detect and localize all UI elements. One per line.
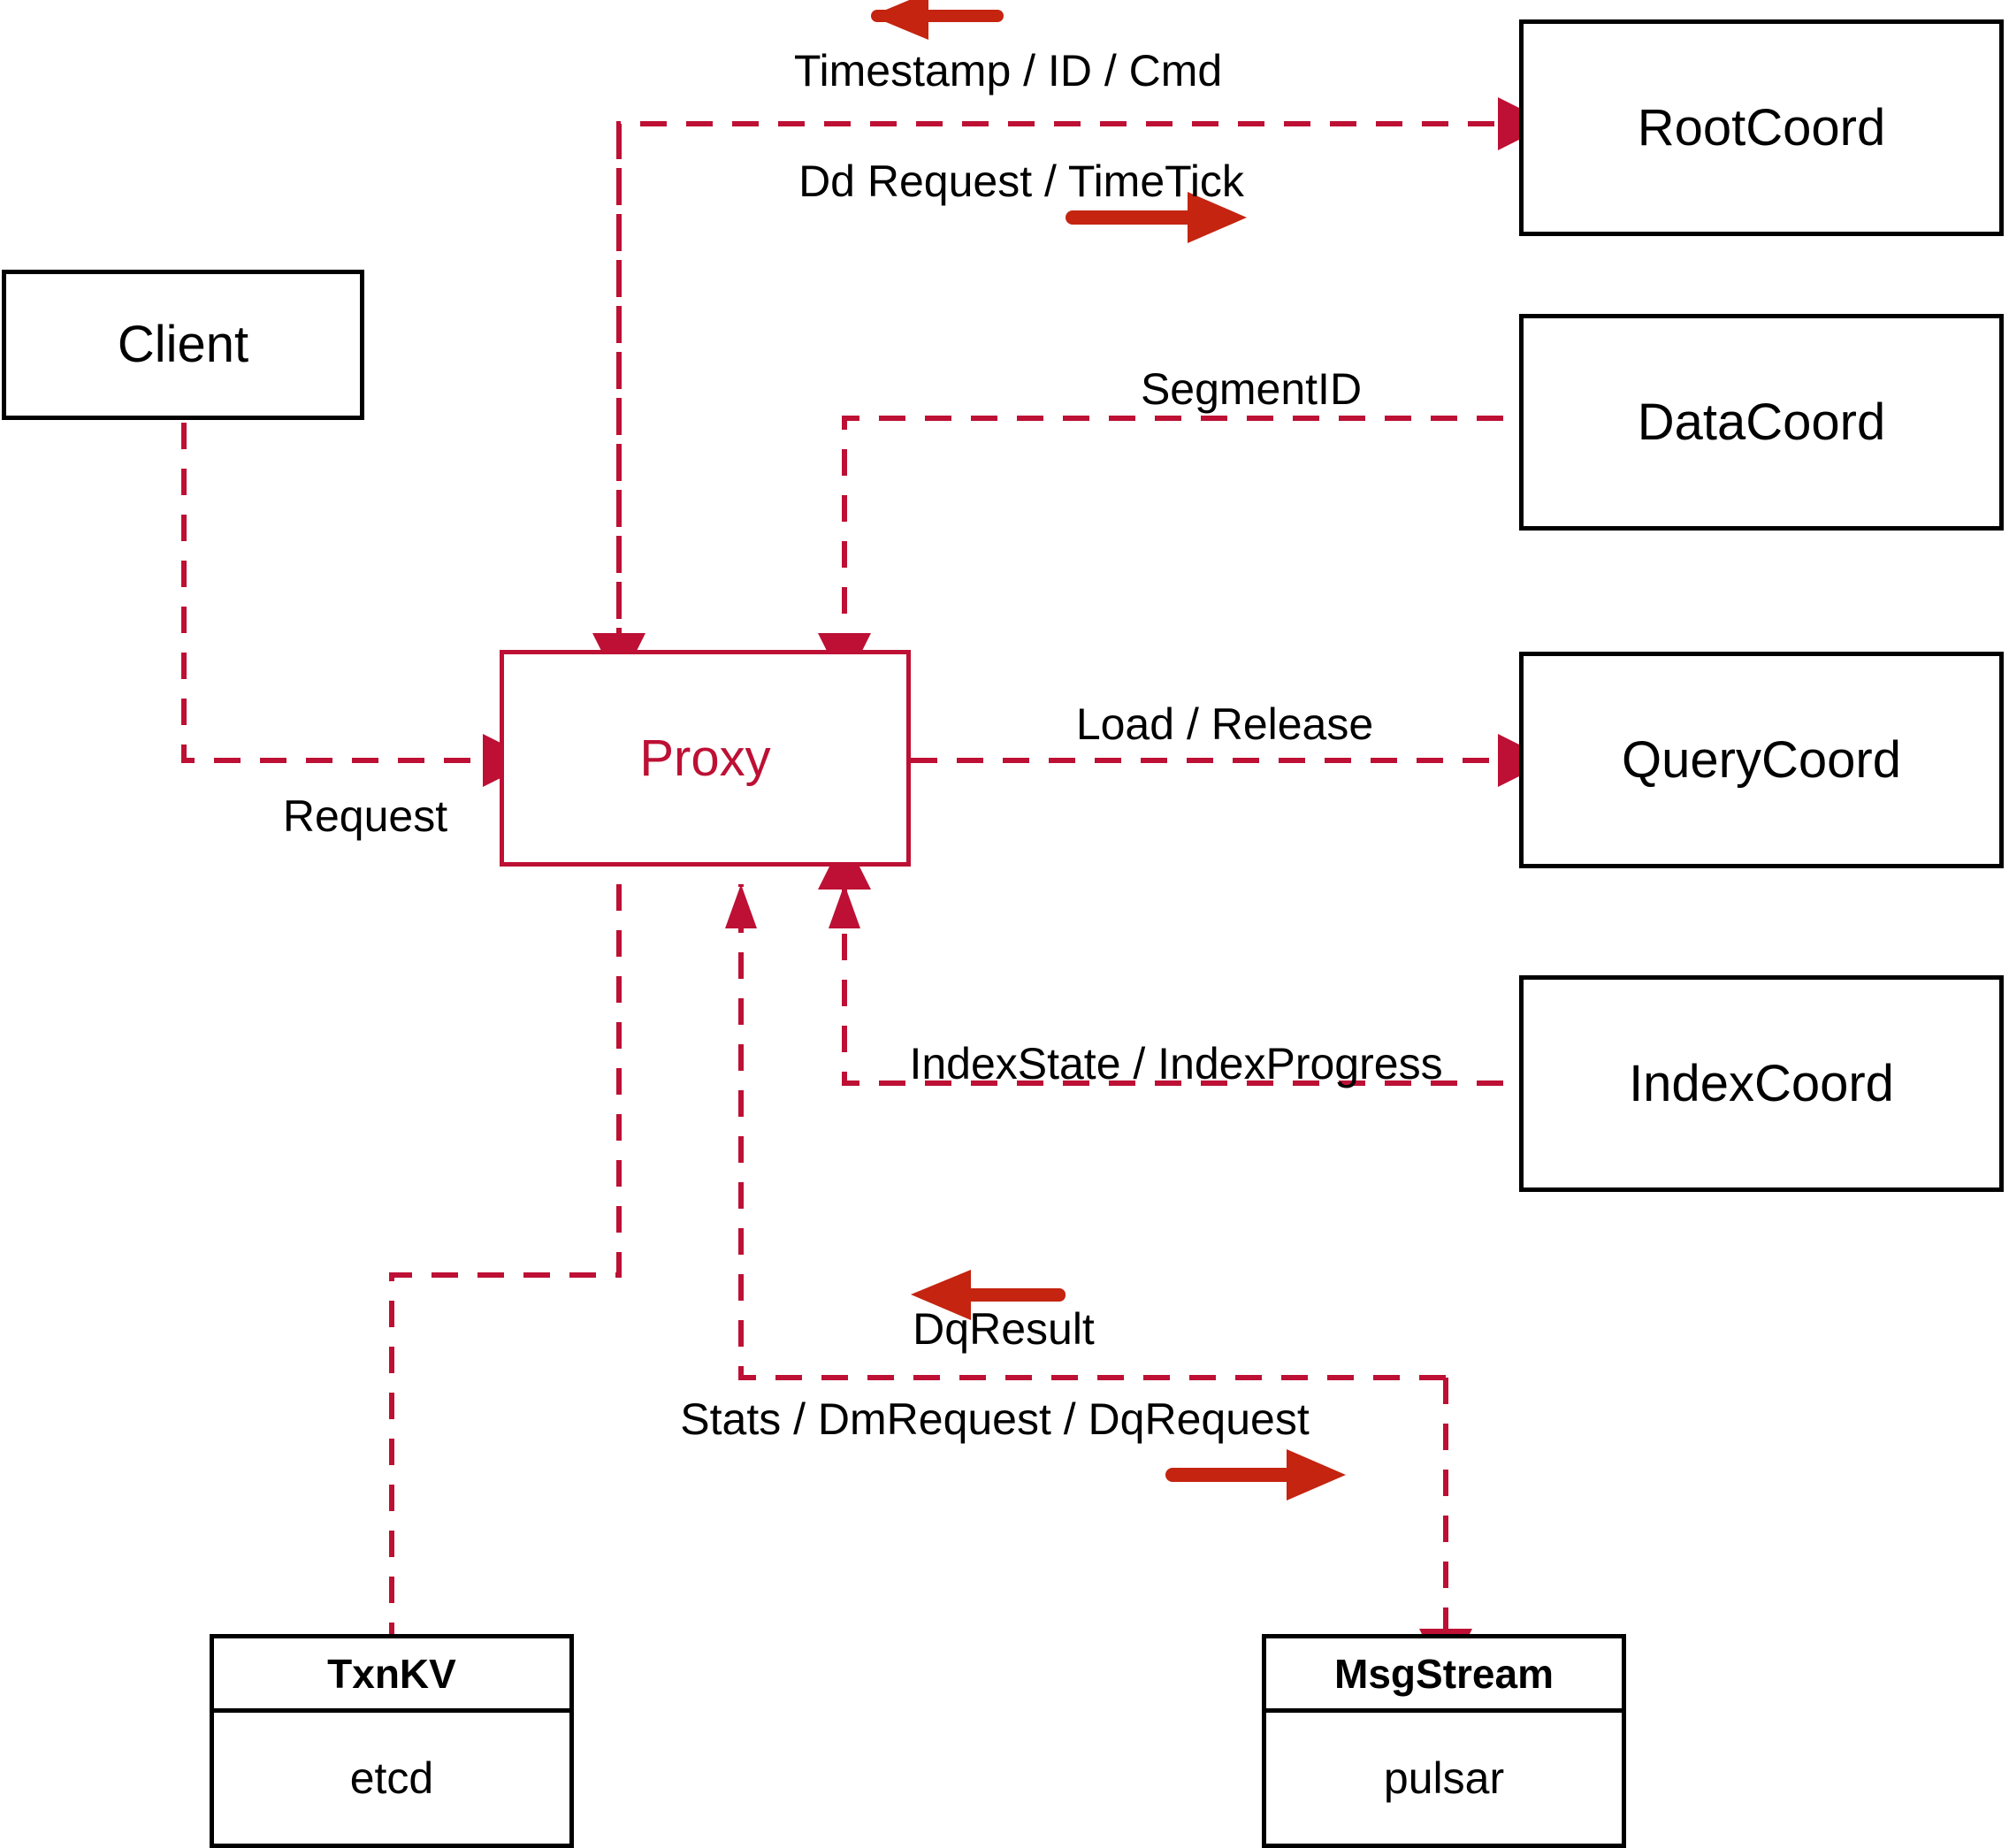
dq-result-inlet-arrowhead	[725, 884, 757, 928]
node-index-coord[interactable]: IndexCoord	[1519, 975, 2004, 1192]
edge-label-load-release: Load / Release	[1075, 699, 1374, 749]
edge-index-coord-to-proxy	[818, 836, 1503, 1086]
node-msg-stream-body: pulsar	[1266, 1713, 1622, 1844]
edge-label-stats-dm-dq-request: Stats / DmRequest / DqRequest	[680, 1394, 1310, 1444]
node-client-label: Client	[117, 316, 249, 373]
edge-client-to-proxy	[181, 423, 536, 787]
edge-proxy-to-root-coord	[616, 97, 1551, 654]
stats-dm-dq-request-direction-arrow	[1165, 1449, 1346, 1501]
node-data-coord[interactable]: DataCoord	[1519, 314, 2004, 531]
node-query-coord[interactable]: QueryCoord	[1519, 652, 2004, 868]
direction-arrow-group	[871, 0, 1346, 1501]
node-client[interactable]: Client	[2, 270, 364, 420]
node-root-coord-label: RootCoord	[1637, 98, 1886, 157]
edge-label-index-state-progress: IndexState / IndexProgress	[909, 1039, 1443, 1088]
node-msg-stream-header: MsgStream	[1266, 1638, 1622, 1713]
dq-result-direction-arrow	[911, 1270, 1066, 1320]
edge-label-segment-id: SegmentID	[1140, 364, 1363, 414]
node-query-coord-label: QueryCoord	[1622, 730, 1901, 789]
node-txn-kv-body-label: etcd	[349, 1753, 434, 1803]
node-proxy[interactable]: Proxy	[500, 650, 911, 867]
dd-request-timetick-direction-arrow	[1066, 192, 1247, 243]
node-index-coord-label: IndexCoord	[1629, 1054, 1894, 1112]
node-txn-kv-header: TxnKV	[214, 1638, 569, 1713]
node-root-coord[interactable]: RootCoord	[1519, 19, 2004, 236]
edge-label-request: Request	[282, 791, 448, 841]
edge-proxy-to-txn-kv	[389, 884, 622, 1634]
edge-msg-stream-to-proxy	[738, 884, 1446, 1380]
timestamp-id-cmd-direction-arrow	[871, 0, 1004, 40]
node-proxy-label: Proxy	[639, 729, 771, 787]
node-msg-stream-header-label: MsgStream	[1334, 1650, 1554, 1697]
node-txn-kv[interactable]: TxnKV etcd	[210, 1634, 574, 1848]
node-txn-kv-body: etcd	[214, 1713, 569, 1844]
edge-label-dd-request-timetick: Dd Request / TimeTick	[798, 157, 1244, 206]
node-msg-stream[interactable]: MsgStream pulsar	[1262, 1634, 1626, 1848]
node-msg-stream-body-label: pulsar	[1383, 1753, 1505, 1803]
edge-data-coord-to-proxy	[818, 416, 1503, 686]
index-state-inlet-arrowhead	[829, 884, 860, 928]
edge-label-timestamp-id-cmd: Timestamp / ID / Cmd	[793, 46, 1223, 95]
node-data-coord-label: DataCoord	[1637, 393, 1886, 451]
node-txn-kv-header-label: TxnKV	[327, 1650, 456, 1697]
edge-label-dq-result: DqResult	[913, 1304, 1095, 1354]
proxy-bottom-inlet-arrowheads	[725, 884, 860, 928]
